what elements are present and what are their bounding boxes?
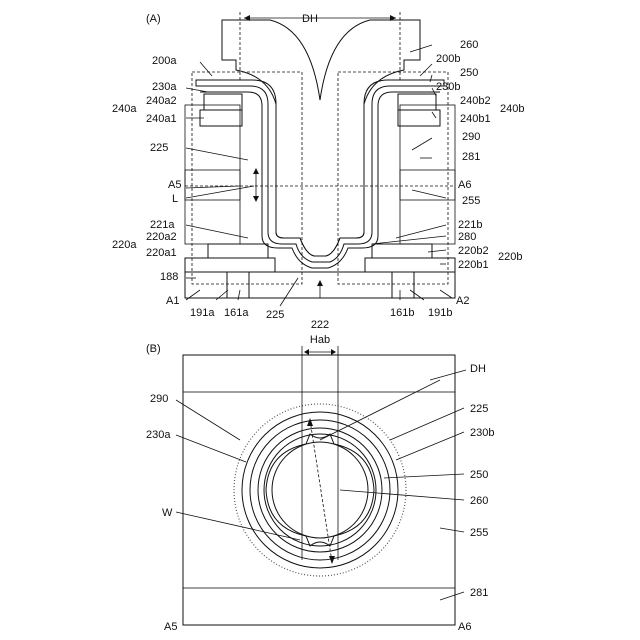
layer-220b1 xyxy=(365,258,455,272)
label-l: L xyxy=(172,193,178,205)
layer-230-outline xyxy=(200,92,440,268)
label-281: 281 xyxy=(462,151,480,163)
layer-240a2 xyxy=(204,94,242,110)
label-b-250: 250 xyxy=(470,469,488,481)
contact-161b xyxy=(392,272,414,298)
panel-b-title: (B) xyxy=(146,343,161,355)
label-b-a6: A6 xyxy=(458,621,471,633)
label-240b1: 240b1 xyxy=(460,113,491,125)
ring-230a xyxy=(242,412,398,568)
label-a2: A2 xyxy=(456,295,469,307)
core-outline xyxy=(266,434,374,546)
core-260 xyxy=(272,442,368,538)
label-240b2: 240b2 xyxy=(460,95,491,107)
label-b-290: 290 xyxy=(150,393,168,405)
label-a5: A5 xyxy=(168,179,181,191)
contact-161a xyxy=(227,272,249,298)
label-b-225: 225 xyxy=(470,403,488,415)
label-222: 222 xyxy=(311,319,329,331)
label-dh: DH xyxy=(302,13,318,25)
panel-a-title: (A) xyxy=(146,13,161,25)
ring-290 xyxy=(234,404,406,576)
label-161a: 161a xyxy=(224,307,249,319)
label-230a: 230a xyxy=(152,81,177,93)
label-255: 255 xyxy=(462,195,480,207)
label-240a1: 240a1 xyxy=(146,113,177,125)
label-230b: 230b xyxy=(436,81,460,93)
label-a6: A6 xyxy=(458,179,471,191)
label-290: 290 xyxy=(462,131,480,143)
layer-220b2 xyxy=(372,244,432,258)
label-b-281: 281 xyxy=(470,587,488,599)
label-b-230b: 230b xyxy=(470,427,494,439)
label-260: 260 xyxy=(460,39,478,51)
fill-260 xyxy=(222,20,420,256)
plan-outline xyxy=(183,355,455,625)
label-221a: 221a xyxy=(150,219,175,231)
label-hab: Hab xyxy=(310,334,330,346)
plan-255-band xyxy=(183,392,455,588)
label-240a2: 240a2 xyxy=(146,95,177,107)
label-240a: 240a xyxy=(112,103,137,115)
label-220a2: 220a2 xyxy=(146,231,177,243)
label-220b2: 220b2 xyxy=(458,245,489,257)
panel-b: (B) xyxy=(146,334,494,633)
label-b-255: 255 xyxy=(470,527,488,539)
label-b-w: W xyxy=(162,507,173,519)
diameter-line xyxy=(310,420,332,562)
label-221b: 221b xyxy=(458,219,482,231)
label-220a: 220a xyxy=(112,239,137,251)
panel-a: (A) xyxy=(112,12,524,331)
ring-230b xyxy=(264,434,376,546)
label-a1: A1 xyxy=(166,295,179,307)
label-191b: 191b xyxy=(428,307,452,319)
label-240b: 240b xyxy=(500,103,524,115)
label-161b: 161b xyxy=(390,307,414,319)
panel-a-leaders xyxy=(186,45,452,306)
label-200b: 200b xyxy=(436,53,460,65)
label-191a: 191a xyxy=(190,307,215,319)
label-225: 225 xyxy=(150,142,168,154)
layer-255-right xyxy=(400,170,455,200)
label-200a: 200a xyxy=(152,55,177,67)
label-b-260: 260 xyxy=(470,495,488,507)
label-280: 280 xyxy=(458,231,476,243)
layer-240a1 xyxy=(200,110,242,126)
label-250: 250 xyxy=(460,67,478,79)
label-188: 188 xyxy=(160,271,178,283)
layer-220a1 xyxy=(185,258,275,272)
label-220b: 220b xyxy=(498,251,522,263)
label-b-a5: A5 xyxy=(164,621,177,633)
label-b-230a: 230a xyxy=(146,429,171,441)
layer-240b2 xyxy=(398,94,436,110)
layer-255-left xyxy=(185,170,240,200)
layer-220a2 xyxy=(208,244,268,258)
layer-240b1 xyxy=(398,110,440,126)
label-220a1: 220a1 xyxy=(146,247,177,259)
label-220b1: 220b1 xyxy=(458,259,489,271)
label-225-bottom: 225 xyxy=(266,309,284,321)
ring-225 xyxy=(250,420,390,560)
ring-250 xyxy=(258,428,382,552)
label-b-dh: DH xyxy=(470,363,486,375)
